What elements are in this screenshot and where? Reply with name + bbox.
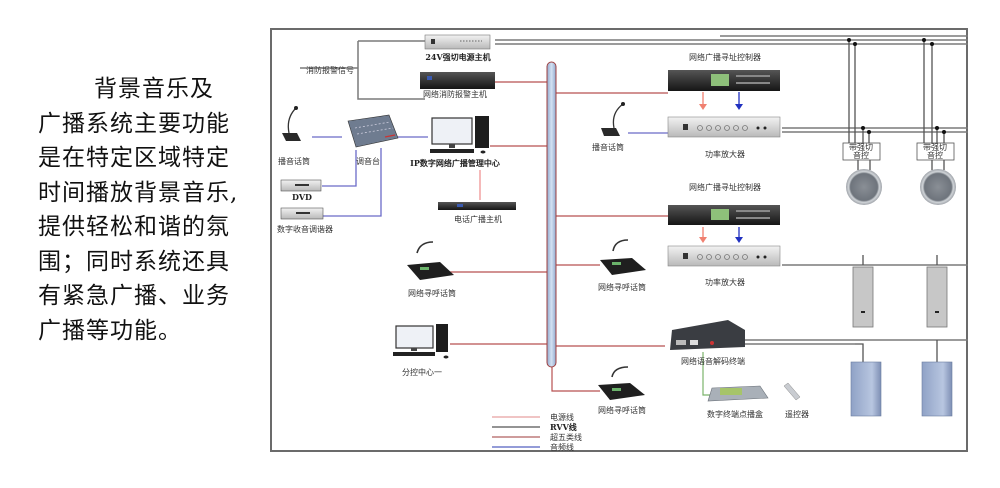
power-host-label: 24V强切电源主机 — [425, 52, 490, 62]
fire-alarm-signal-label: 消防报警信号 — [306, 65, 354, 75]
volume-control-1-line2: 音控 — [853, 150, 869, 160]
ceiling-speaker-icon — [846, 169, 882, 205]
remote-label: 遥控器 — [785, 409, 809, 419]
mic-left-label: 播音话筒 — [278, 156, 310, 166]
paging-mic-icon — [407, 241, 454, 280]
intro-line: 提供轻松和谐的氛 — [38, 214, 230, 240]
intro-text: 背景音乐及 广播系统主要功能 是在特定区域特定 时间播放背景音乐, 提供轻松和谐… — [38, 72, 263, 348]
volume-control-1: 带强切 音控 — [842, 142, 881, 161]
mic-right-label: 播音话筒 — [592, 142, 624, 152]
intro-line: 有紧急广播、业务 — [38, 283, 230, 309]
sub-center-label: 分控中心一 — [402, 367, 442, 377]
legend-label: 音频线 — [550, 442, 574, 452]
tuner-device — [280, 207, 324, 220]
intro-line: 时间播放背景音乐, — [38, 179, 239, 206]
volume-control-1-line1: 带强切 — [849, 143, 873, 152]
paging-mic-bottom-label: 网络寻呼话筒 — [598, 405, 646, 415]
phone-host-device — [438, 202, 516, 210]
volume-drops — [848, 40, 945, 362]
mixer-device — [347, 114, 399, 148]
fire-alarm-host-label: 网络消防报警主机 — [423, 89, 487, 99]
paging-mic-icon — [600, 239, 646, 275]
network-backbone — [546, 61, 557, 368]
paging-mic-left-label: 网络寻呼话筒 — [408, 288, 456, 298]
amplifier-1-device — [667, 116, 781, 138]
audio-lines — [312, 132, 668, 217]
junction-dots — [847, 38, 946, 134]
ceiling-speaker-icon — [920, 169, 956, 205]
intro-line: 背景音乐及 — [94, 76, 214, 102]
play-box-label: 数字终端点播盒 — [707, 409, 763, 419]
phone-host-label: 电话广播主机 — [454, 214, 502, 224]
ip-center-label: IP数字网络广播管理中心 — [410, 158, 500, 168]
microphone-icon — [282, 106, 301, 141]
tuner-label: 数字收音调谐器 — [277, 224, 333, 234]
paging-mic-mid-label: 网络寻呼话筒 — [598, 282, 646, 292]
rvv-lines-top — [300, 35, 968, 345]
play-box-device — [707, 385, 769, 402]
intro-line: 广播系统主要功能 — [38, 110, 230, 137]
decoder-box-line — [702, 352, 712, 396]
decoder-label: 网络语音解码终端 — [681, 356, 745, 366]
box-speaker-icon — [921, 361, 953, 417]
box-speaker-icon — [850, 361, 882, 417]
volume-control-2-line1: 带强切 — [923, 143, 947, 152]
legend-label: 电源线 — [550, 412, 574, 422]
intro-line: 广播等功能。 — [38, 317, 182, 344]
computer-icon — [430, 116, 489, 154]
diagram-frame — [270, 28, 968, 452]
controller-2-device — [668, 205, 780, 225]
network-lines — [450, 81, 668, 392]
dvd-label: DVD — [292, 192, 312, 202]
controller-1-device — [668, 70, 780, 91]
microphone-icon — [601, 102, 625, 136]
power-host-device — [424, 34, 491, 50]
mixer-label: 调音台 — [356, 156, 380, 166]
arrows — [699, 92, 743, 243]
controller-2-label: 网络广播寻址控制器 — [689, 182, 761, 192]
legend-label: 超五类线 — [550, 432, 582, 442]
column-speaker-icon — [852, 266, 874, 328]
controller-1-label: 网络广播寻址控制器 — [689, 52, 761, 62]
volume-control-2: 带强切 音控 — [916, 142, 955, 161]
decoder-device — [670, 320, 745, 350]
volume-control-2-line2: 音控 — [927, 150, 943, 160]
dvd-player-device — [280, 179, 322, 192]
legend-label: RVV线 — [550, 422, 577, 432]
fire-alarm-host-device — [420, 72, 495, 89]
amplifier-2-device — [667, 245, 781, 267]
sub-center-computer-icon — [393, 324, 449, 359]
intro-line: 是在特定区域特定 — [38, 145, 230, 171]
amp-1-label: 功率放大器 — [705, 149, 745, 159]
amp-2-label: 功率放大器 — [705, 277, 745, 287]
column-speaker-icon — [926, 266, 948, 328]
remote-icon — [783, 382, 801, 401]
paging-mic-icon — [598, 366, 645, 400]
intro-line: 围；同时系统还具 — [38, 248, 230, 275]
